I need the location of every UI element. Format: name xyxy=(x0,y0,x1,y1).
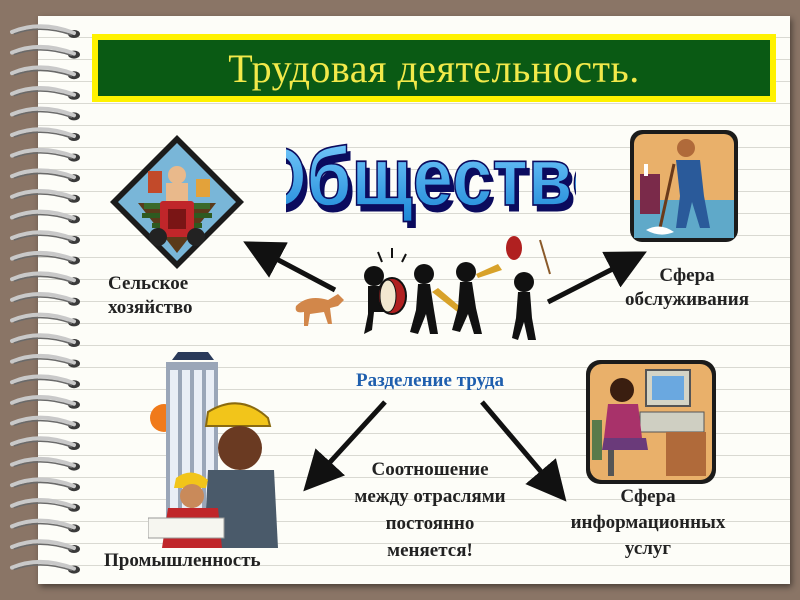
label-services: Сфера обслуживания xyxy=(592,264,782,312)
binding-ring-shade xyxy=(13,543,73,551)
label-ratio: Соотношение между отраслями постоянно ме… xyxy=(320,456,540,564)
label-info-line3: услуг xyxy=(624,538,672,559)
farmer-tractor-icon xyxy=(110,135,244,269)
binding-ring-shade xyxy=(13,49,73,57)
binding-ring-shade xyxy=(13,461,73,469)
label-division-of-labor: Разделение труда xyxy=(356,370,504,391)
binding-ring xyxy=(10,127,76,138)
binding-ring-shade xyxy=(13,255,73,263)
binding-ring xyxy=(10,312,76,324)
label-agriculture-line1: Сельское xyxy=(108,273,189,294)
binding-ring-shade xyxy=(13,131,73,139)
binding-ring-shade xyxy=(13,378,73,386)
label-ratio-line3: постоянно xyxy=(385,513,475,534)
binding-ring-shade xyxy=(13,564,73,572)
label-ratio-line2: между отраслями xyxy=(354,486,506,507)
binding-ring xyxy=(10,292,76,303)
binding-ring xyxy=(10,498,76,509)
title-banner: Трудовая деятельность. xyxy=(98,40,770,96)
label-info-line2: информационных xyxy=(570,512,726,533)
binding-ring-shade xyxy=(13,419,73,428)
binding-ring-shade xyxy=(13,28,73,36)
marching-band-icon xyxy=(295,236,551,340)
society-heading: Общество Общество xyxy=(286,130,576,230)
label-agriculture: Сельское хозяйство xyxy=(108,272,248,320)
label-info-line1: Сфера xyxy=(620,486,676,507)
binding-ring xyxy=(10,24,76,35)
arrow-to-info xyxy=(480,400,567,502)
binding-ring xyxy=(10,559,76,571)
binding-ring xyxy=(10,250,76,262)
binding-ring xyxy=(10,65,76,77)
binding-ring xyxy=(10,209,76,221)
binding-ring xyxy=(10,271,76,283)
label-info-services: Сфера информационных услуг xyxy=(528,484,768,562)
binding-ring xyxy=(10,86,76,97)
society-heading-shadow: Общество xyxy=(286,137,576,230)
binding-ring xyxy=(10,539,76,550)
binding-ring xyxy=(10,168,76,180)
binding-ring xyxy=(10,436,76,447)
binding-ring-shade xyxy=(13,316,73,325)
binding-ring xyxy=(10,147,76,159)
label-services-line2: обслуживания xyxy=(624,289,749,310)
binding-ring-shade xyxy=(13,481,73,489)
binding-ring xyxy=(10,353,76,365)
page-title: Трудовая деятельность. xyxy=(228,45,640,91)
binding-ring-shade xyxy=(13,90,73,98)
binding-ring xyxy=(10,44,76,56)
label-agriculture-line2: хозяйство xyxy=(108,297,193,318)
notebook-page xyxy=(38,16,790,584)
binding-ring-shade xyxy=(13,399,73,407)
label-services-line1: Сфера xyxy=(659,265,715,286)
binding-ring-shade xyxy=(13,152,73,160)
binding-ring-shade xyxy=(13,110,73,119)
binding-ring xyxy=(10,477,76,489)
society-heading-text: Общество xyxy=(286,130,576,223)
arrow-to-industry xyxy=(303,400,387,492)
binding-ring-shade xyxy=(13,69,73,77)
binding-ring xyxy=(10,333,76,344)
binding-ring xyxy=(10,415,76,427)
label-ratio-line1: Соотношение xyxy=(371,459,489,480)
binding-ring-shade xyxy=(13,213,73,222)
binding-ring xyxy=(10,374,76,386)
arrow-to-agriculture xyxy=(243,241,337,293)
binding-ring-shade xyxy=(13,522,73,531)
binding-ring xyxy=(10,395,76,406)
binding-ring xyxy=(10,518,76,530)
cleaner-mop-icon xyxy=(630,130,738,242)
arrow-to-services xyxy=(546,251,647,305)
label-ratio-line4: меняется! xyxy=(387,540,473,561)
construction-workers-icon xyxy=(148,352,278,548)
binding-ring-shade xyxy=(13,193,73,201)
binding-ring-shade xyxy=(13,275,73,283)
binding-ring xyxy=(10,189,76,200)
binding-ring-shade xyxy=(13,337,73,345)
binding-ring xyxy=(10,456,76,468)
spiral-binding-icon xyxy=(10,24,80,574)
binding-ring xyxy=(10,230,76,241)
binding-ring-shade xyxy=(13,234,73,242)
binding-ring-shade xyxy=(13,296,73,304)
binding-ring-shade xyxy=(13,440,73,448)
binding-ring-shade xyxy=(13,502,73,510)
binding-ring xyxy=(10,106,76,118)
binding-ring-shade xyxy=(13,358,73,366)
binding-ring-shade xyxy=(13,172,73,180)
office-computer-icon xyxy=(586,360,716,484)
label-industry: Промышленность xyxy=(104,550,261,571)
